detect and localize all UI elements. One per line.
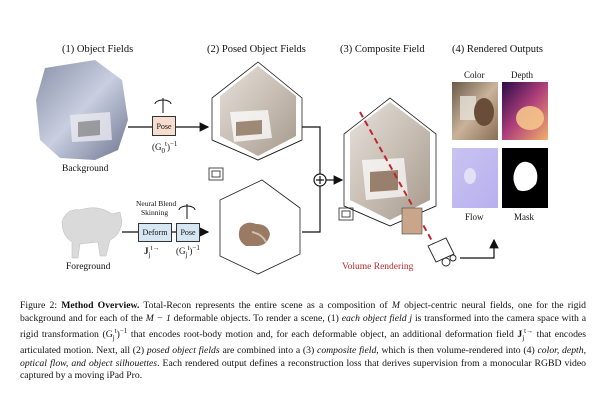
background-scan: [36, 60, 128, 160]
camera-icon-1: [208, 167, 224, 181]
skinning-label: Skinning: [141, 208, 169, 217]
composite-field-room: [343, 97, 437, 227]
foreground-dog-scan: [61, 207, 123, 259]
output-depth-tile: [502, 82, 548, 140]
output-mask-label: Mask: [514, 212, 534, 222]
output-mask-tile: [502, 148, 548, 208]
output-flow-label: Flow: [465, 212, 484, 222]
foreground-label: Foreground: [66, 262, 111, 272]
pose-box-foreground: Pose: [176, 223, 200, 242]
output-color-tile: [452, 82, 498, 140]
deformation-field-math: Jjt→: [144, 244, 160, 259]
output-depth-label: Depth: [511, 70, 533, 80]
header-rendered-outputs: (4) Rendered Outputs: [452, 44, 543, 55]
posed-foreground: [219, 179, 301, 275]
pose-box-background-label: Pose: [156, 121, 172, 131]
pose-box-background: Pose: [152, 116, 176, 136]
method-diagram: [36, 60, 548, 275]
header-posed-object-fields: (2) Posed Object Fields: [207, 44, 306, 55]
header-composite-field: (3) Composite Field: [340, 44, 425, 55]
neural-blend-label: Neural Blend: [136, 199, 177, 208]
deform-box-label: Deform: [142, 228, 168, 237]
posed-bg-merge-line: [302, 126, 321, 176]
pose-box-foreground-label: Pose: [180, 228, 196, 237]
rotate-icon-bg: [154, 98, 172, 113]
pose-transform-bg: (G0t)−1: [152, 140, 178, 155]
posed-background-room: [211, 61, 303, 161]
posed-fg-merge-line: [302, 184, 321, 233]
render-to-outputs-arrow: [460, 238, 499, 259]
header-object-fields: (1) Object Fields: [62, 44, 134, 55]
volume-rendering-label: Volume Rendering: [342, 262, 414, 272]
deform-box: Deform: [138, 223, 172, 242]
ipad-camera-icon: [427, 237, 457, 267]
figure-caption: Figure 2: Method Overview. Total-Recon r…: [20, 300, 587, 382]
output-flow-tile: [452, 148, 498, 208]
rotate-icon-fg: [178, 204, 196, 219]
output-color-label: Color: [464, 70, 485, 80]
background-label: Background: [62, 164, 109, 174]
render-ray: [359, 111, 437, 249]
camera-icon-2: [338, 207, 354, 221]
captured-frame: [401, 207, 423, 235]
pose-transform-fg: (Gjt)−1: [176, 244, 200, 259]
